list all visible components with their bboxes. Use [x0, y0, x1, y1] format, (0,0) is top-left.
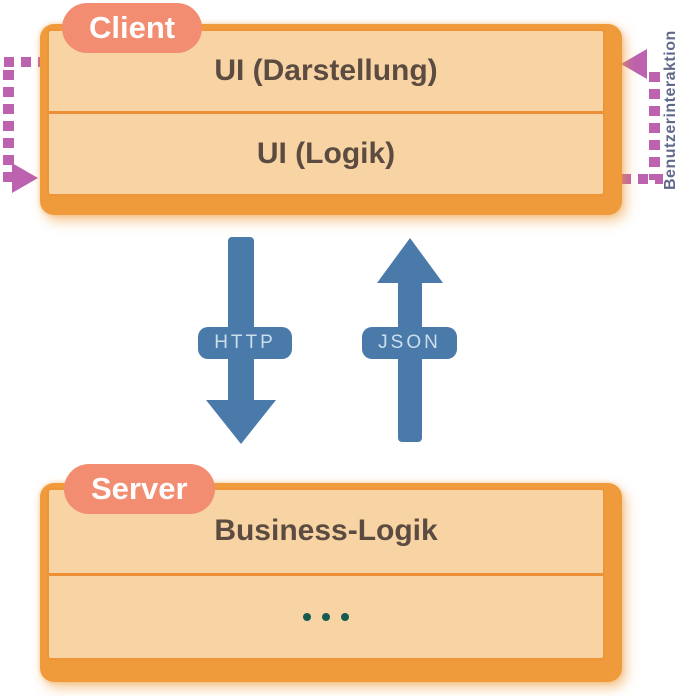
http-arrow-shaft: [228, 237, 254, 405]
interaction-dashed-line-right-bottom: [621, 174, 663, 184]
server-layer-business-logik: Business-Logik: [49, 490, 603, 576]
user-interaction-label: Benutzerinteraktion: [662, 30, 679, 190]
http-arrow-label: HTTP: [198, 327, 292, 359]
server-panel: Business-Logik: [47, 488, 605, 660]
client-badge: Client: [62, 3, 203, 53]
json-arrow-up-icon: [377, 238, 443, 283]
interaction-dashed-line-left-vertical: [3, 70, 14, 182]
interaction-dashed-line-left-top: [4, 57, 40, 67]
server-box: Business-Logik: [40, 483, 622, 682]
interaction-dashed-line-right-vertical: [649, 72, 660, 180]
server-layer-more: [49, 576, 603, 659]
interaction-arrowhead-left-icon: [12, 163, 38, 193]
client-layer-ui-darstellung: UI (Darstellung): [49, 31, 603, 114]
interaction-arrowhead-right-icon: [621, 49, 647, 79]
client-box: UI (Darstellung) UI (Logik): [40, 24, 622, 215]
server-badge: Server: [64, 464, 215, 514]
json-arrow-shaft: [398, 282, 422, 442]
ellipsis-dots-icon: [303, 612, 349, 621]
http-arrow-down-icon: [206, 400, 276, 444]
client-layer-ui-logik: UI (Logik): [256, 137, 396, 170]
json-arrow-label: JSON: [362, 327, 457, 359]
client-panel: UI (Darstellung) UI (Logik): [47, 29, 605, 196]
